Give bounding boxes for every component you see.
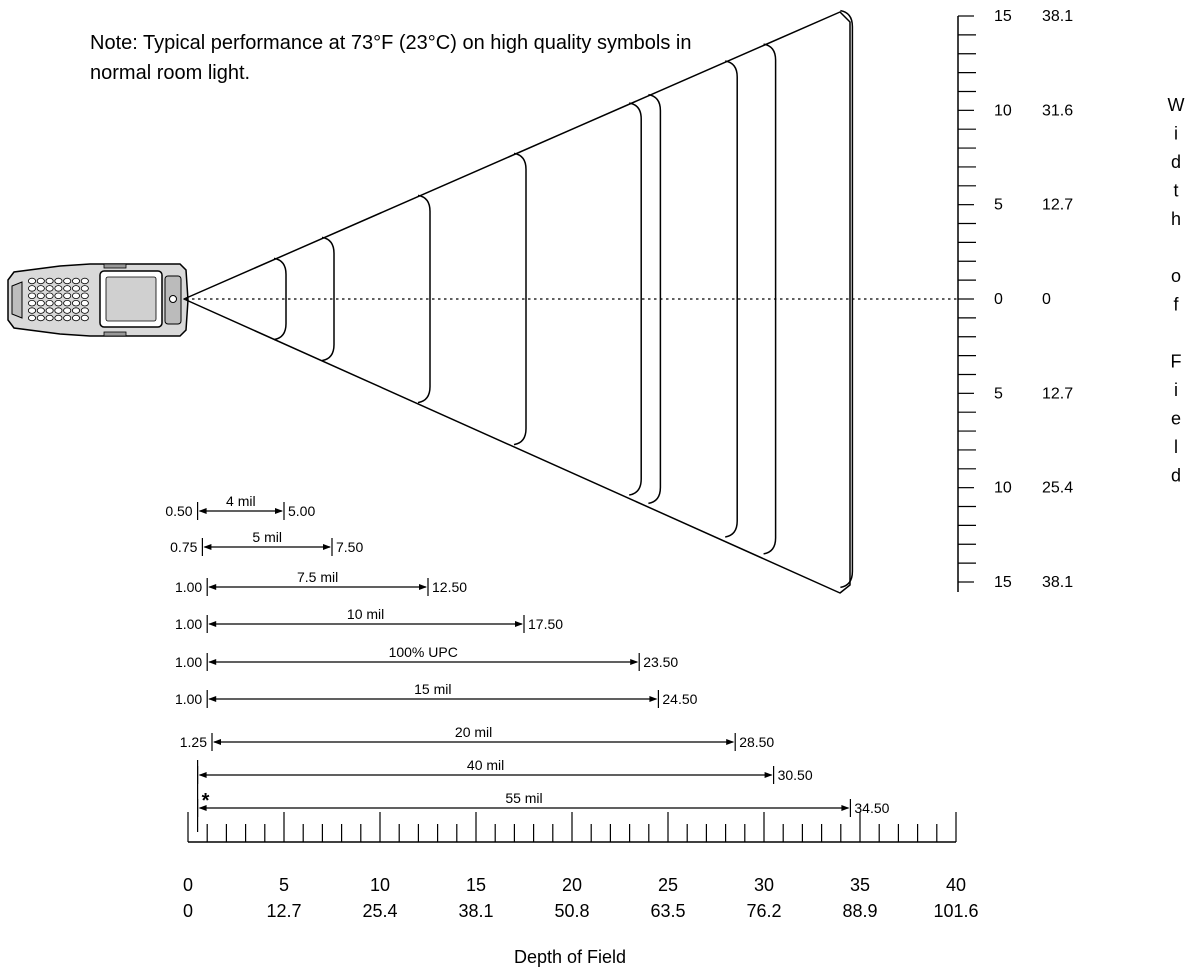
depth-label-metric: 101.6 xyxy=(933,901,978,921)
range-far-value: 12.50 xyxy=(432,579,467,595)
range-bar: 15 mil 1.00 24.50 xyxy=(175,681,698,708)
width-label-inch: 10 xyxy=(994,102,1012,119)
width-label-metric: 12.7 xyxy=(1042,197,1073,214)
range-bar-label: 40 mil xyxy=(467,757,504,773)
depth-label-metric: 0 xyxy=(183,901,193,921)
width-label-inch: 0 xyxy=(994,291,1003,308)
depth-label-metric: 38.1 xyxy=(458,901,493,921)
cone-range-arc xyxy=(840,9,854,589)
width-axis-title-letter: e xyxy=(1171,409,1181,429)
range-far-value: 7.50 xyxy=(336,539,363,555)
width-axis-title-letter: d xyxy=(1171,152,1181,172)
range-far-value: 24.50 xyxy=(662,691,697,707)
width-axis-title-letter: l xyxy=(1174,437,1178,457)
depth-label-inch: 25 xyxy=(658,875,678,895)
scanner-device-icon xyxy=(7,263,189,337)
range-bar: 20 mil 1.25 28.50 xyxy=(180,724,774,751)
range-near-value: 1.00 xyxy=(175,579,202,595)
depth-axis-title: Depth of Field xyxy=(514,947,626,967)
width-label-inch: 15 xyxy=(994,574,1012,591)
depth-label-metric: 63.5 xyxy=(650,901,685,921)
cone-range-arc xyxy=(763,43,777,555)
depth-label-inch: 30 xyxy=(754,875,774,895)
performance-note: Note: Typical performance at 73°F (23°C)… xyxy=(90,32,692,84)
range-near-value: 1.00 xyxy=(175,691,202,707)
width-axis-title-letter: W xyxy=(1168,95,1185,115)
range-far-value: 28.50 xyxy=(739,734,774,750)
width-label-inch: 5 xyxy=(994,197,1003,214)
range-bar: 4 mil 0.50 5.00 xyxy=(165,493,315,520)
range-bar: 40 mil 30.50 xyxy=(197,757,813,784)
cone-range-arc xyxy=(273,257,287,341)
range-bar-label: 4 mil xyxy=(226,493,256,509)
range-bar-label: 100% UPC xyxy=(389,644,458,660)
width-label-metric: 31.6 xyxy=(1042,102,1073,119)
range-marker: * xyxy=(202,790,210,812)
range-near-value: 1.00 xyxy=(175,616,202,632)
range-far-value: 30.50 xyxy=(778,767,813,783)
cone-range-arc xyxy=(648,93,662,505)
width-axis-title-letter: d xyxy=(1171,466,1181,486)
range-near-value: 1.00 xyxy=(175,654,202,670)
range-far-value: 17.50 xyxy=(528,616,563,632)
depth-label-inch: 35 xyxy=(850,875,870,895)
width-axis-title-letter: o xyxy=(1171,266,1181,286)
width-label-metric: 25.4 xyxy=(1042,480,1073,497)
depth-label-metric: 76.2 xyxy=(746,901,781,921)
range-bar: 7.5 mil 1.00 12.50 xyxy=(175,569,467,596)
width-label-metric: 38.1 xyxy=(1042,8,1073,25)
depth-label-metric: 50.8 xyxy=(554,901,589,921)
range-bar: 100% UPC 1.00 23.50 xyxy=(175,644,678,671)
range-bar: 5 mil 0.75 7.50 xyxy=(170,529,363,556)
depth-label-metric: 25.4 xyxy=(362,901,397,921)
width-label-inch: 5 xyxy=(994,385,1003,402)
range-bar-label: 55 mil xyxy=(505,790,542,806)
cone-range-arc xyxy=(629,102,642,496)
range-near-value: 0.75 xyxy=(170,539,197,555)
depth-label-inch: 20 xyxy=(562,875,582,895)
range-far-value: 5.00 xyxy=(288,503,315,519)
width-label-metric: 0 xyxy=(1042,291,1051,308)
cone-range-arc xyxy=(513,152,527,446)
width-label-metric: 38.1 xyxy=(1042,574,1073,591)
range-bar: 55 mil 34.50 * xyxy=(197,790,890,817)
width-label-inch: 10 xyxy=(994,480,1012,497)
width-axis-title-letter: i xyxy=(1174,380,1178,400)
range-bar-label: 20 mil xyxy=(455,724,492,740)
cone-range-arc xyxy=(725,60,738,538)
depth-label-metric: 88.9 xyxy=(842,901,877,921)
range-bar-label: 7.5 mil xyxy=(297,569,338,585)
depth-label-inch: 15 xyxy=(466,875,486,895)
width-label-metric: 12.7 xyxy=(1042,385,1073,402)
range-bar-label: 5 mil xyxy=(252,529,282,545)
depth-label-inch: 10 xyxy=(370,875,390,895)
depth-label-inch: 5 xyxy=(279,875,289,895)
range-bar-label: 10 mil xyxy=(347,606,384,622)
range-near-value: 0.50 xyxy=(165,503,192,519)
range-far-value: 23.50 xyxy=(643,654,678,670)
width-axis-title-letter: t xyxy=(1173,181,1178,201)
range-far-value: 34.50 xyxy=(854,800,889,816)
depth-of-field-axis: 0 0 5 12.7 10 25.4 15 38.1 20 50.8 25 63.5 30 76.2 35 8… xyxy=(183,812,979,967)
range-bars: 4 mil 0.50 5.00 5 mil 0.75 7.50 7.5 mil 1.00 12.… xyxy=(165,493,890,832)
range-bar: 10 mil 1.00 17.50 xyxy=(175,606,563,633)
depth-label-inch: 40 xyxy=(946,875,966,895)
range-bar-label: 15 mil xyxy=(414,681,451,697)
width-axis-title-letter: F xyxy=(1171,352,1182,372)
width-axis-title-letter: h xyxy=(1171,209,1181,229)
depth-label-metric: 12.7 xyxy=(266,901,301,921)
scan-field-cone xyxy=(183,11,851,594)
range-near-value: 1.25 xyxy=(180,734,207,750)
width-axis-title-letter: i xyxy=(1174,124,1178,144)
cone-range-arc xyxy=(417,194,431,404)
depth-label-inch: 0 xyxy=(183,875,193,895)
width-label-inch: 15 xyxy=(994,8,1012,25)
cone-range-arc xyxy=(321,236,335,362)
width-axis-title-letter: f xyxy=(1173,295,1179,315)
